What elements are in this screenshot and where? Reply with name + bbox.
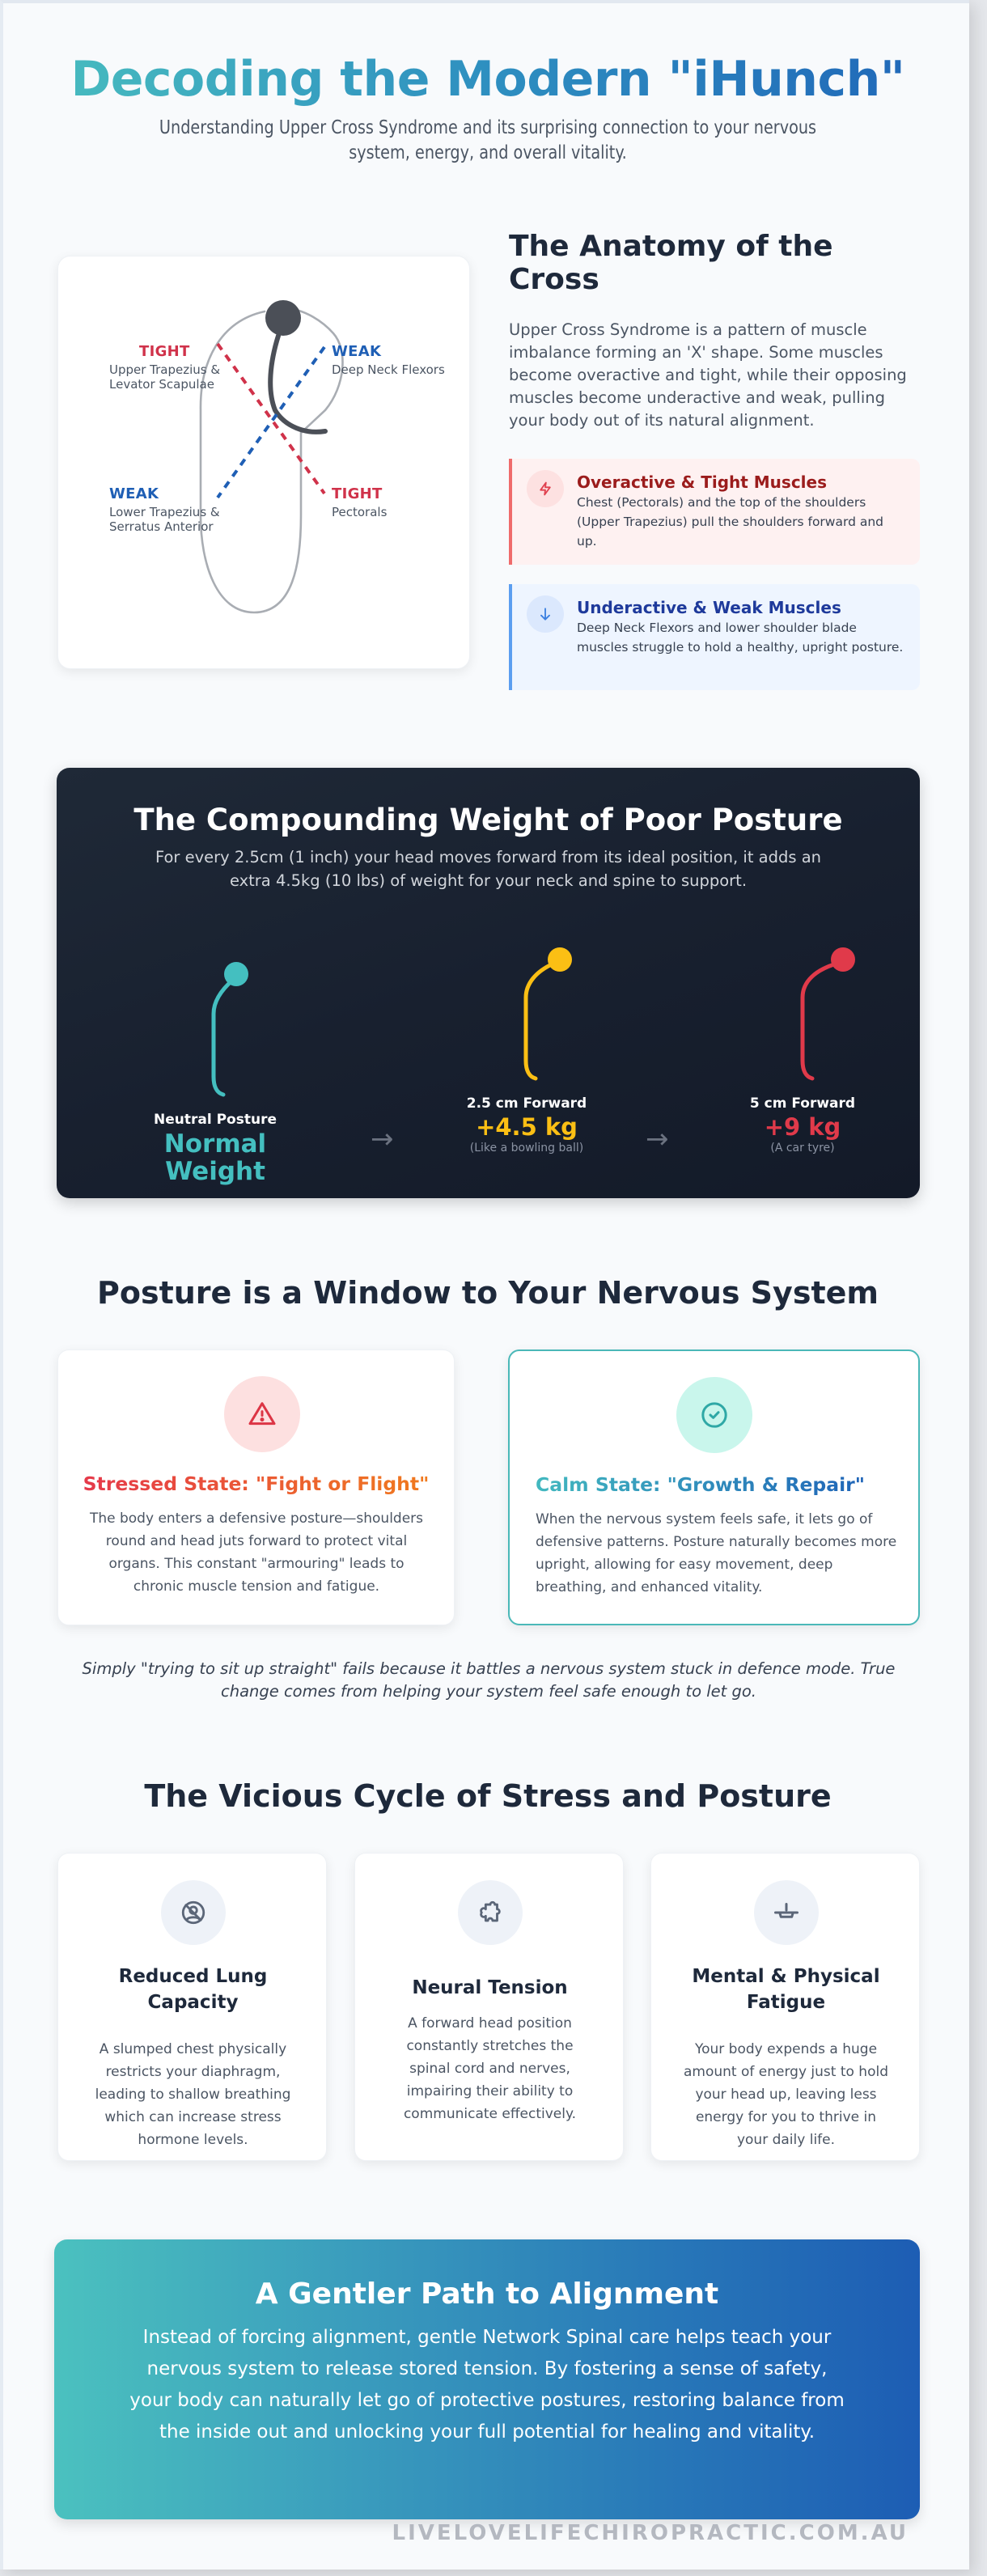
reduced-lung-capacity-card: Reduced Lung Capacity A slumped chest ph…	[57, 1853, 327, 2161]
gentler-path-cta: A Gentler Path to Alignment Instead of f…	[54, 2239, 920, 2519]
tight-label-upper: TIGHT	[139, 343, 190, 360]
stage-label: 2.5 cm Forward	[466, 1095, 587, 1112]
card-text: A forward head position constantly stret…	[403, 2015, 577, 2122]
arrow-right-icon: →	[371, 1123, 394, 1155]
tight-label-lower: TIGHT	[332, 485, 383, 502]
nervous-system-title: Posture is a Window to Your Nervous Syst…	[97, 1275, 879, 1311]
puzzle-icon	[458, 1880, 523, 1945]
forward-2-5cm-figure-icon	[523, 947, 572, 1081]
overactive-callout-text: Chest (Pectorals) and the top of the sho…	[577, 495, 884, 549]
calm-state-title-text: Calm State: "Growth & Repair"	[536, 1473, 865, 1496]
forward-5cm-figure-icon	[800, 947, 855, 1081]
arrow-down-icon	[527, 595, 564, 633]
stressed-state-card: Stressed State: "Fight or Flight" The bo…	[57, 1349, 455, 1625]
battery-low-icon	[754, 1880, 819, 1945]
stage-value: +4.5 kg	[476, 1113, 578, 1141]
card-text: Your body expends a huge amount of energ…	[683, 2041, 888, 2148]
page-subtitle: Understanding Upper Cross Syndrome and i…	[159, 117, 817, 163]
calm-state-text: When the nervous system feels safe, it l…	[536, 1511, 897, 1595]
neutral-posture-figure-icon	[211, 962, 248, 1097]
cta-title: A Gentler Path to Alignment	[255, 2277, 719, 2311]
underactive-muscles-callout: Underactive & Weak Muscles Deep Neck Fle…	[509, 584, 920, 690]
stage-5cm: 5 cm Forward +9 kg (A car tyre)	[697, 1095, 908, 1155]
warning-triangle-icon	[224, 1376, 300, 1452]
calm-state-title: Calm State: "Growth & Repair"	[536, 1472, 908, 1497]
stage-label: Neutral Posture	[154, 1112, 277, 1128]
stressed-state-title-text: Stressed State: "Fight or Flight"	[83, 1472, 430, 1495]
upper-cross-diagram-icon	[199, 300, 344, 614]
anatomy-title: The Anatomy of the Cross	[509, 230, 833, 296]
upper-cross-diagram-card: TIGHT Upper Trapezius & Levator Scapulae…	[57, 256, 470, 669]
page-title: Decoding the Modern "iHunch"	[3, 49, 972, 110]
muscle-deep-neck-flexors: Deep Neck Flexors	[332, 362, 445, 377]
check-circle-icon	[676, 1377, 752, 1453]
weight-section-subtitle: For every 2.5cm (1 inch) your head moves…	[155, 848, 822, 890]
underactive-callout-title: Underactive & Weak Muscles	[577, 598, 841, 617]
card-title: Neural Tension	[412, 1977, 568, 1998]
stage-note: (Like a bowling ball)	[469, 1142, 584, 1155]
muscle-levator-scapulae: Levator Scapulae	[109, 377, 214, 392]
stage-label: 5 cm Forward	[749, 1095, 856, 1112]
muscle-pectorals: Pectorals	[332, 505, 388, 519]
stage-value: +9 kg	[764, 1113, 841, 1141]
arrow-right-icon: →	[646, 1123, 669, 1155]
footer-website-url[interactable]: LIVELOVELIFECHIROPRACTIC.COM.AU	[392, 2521, 909, 2545]
page-container: Decoding the Modern "iHunch" Understandi…	[0, 0, 969, 2570]
neural-tension-card: Neural Tension A forward head position c…	[354, 1853, 624, 2161]
card-title: Mental & Physical Fatigue	[692, 1966, 880, 2013]
mental-physical-fatigue-card: Mental & Physical Fatigue Your body expe…	[650, 1853, 920, 2161]
weak-label-lower: WEAK	[109, 485, 159, 502]
muscle-upper-trapezius: Upper Trapezius &	[109, 362, 221, 377]
overactive-callout-title: Overactive & Tight Muscles	[577, 472, 828, 492]
posture-weight-section: The Compounding Weight of Poor Posture F…	[57, 768, 920, 1198]
sit-up-straight-quote: Simply "trying to sit up straight" fails…	[82, 1659, 896, 1701]
calm-state-card: Calm State: "Growth & Repair" When the n…	[508, 1349, 920, 1625]
card-title: Reduced Lung Capacity	[118, 1966, 268, 2013]
stage-2-5cm: 2.5 cm Forward +4.5 kg (Like a bowling b…	[421, 1095, 632, 1155]
stressed-state-title: Stressed State: "Fight or Flight"	[58, 1472, 454, 1496]
weak-label-upper: WEAK	[332, 343, 382, 360]
cta-text: Instead of forcing alignment, gentle Net…	[129, 2327, 845, 2443]
overactive-muscles-callout: Overactive & Tight Muscles Chest (Pector…	[509, 459, 920, 565]
vicious-cycle-title: The Vicious Cycle of Stress and Posture	[144, 1778, 832, 1814]
stage-neutral: Neutral Posture Normal Weight	[110, 1112, 320, 1185]
muscle-serratus-anterior: Serratus Anterior	[109, 519, 214, 534]
underactive-callout-text: Deep Neck Flexors and lower shoulder bla…	[577, 621, 904, 655]
muscle-lower-trapezius: Lower Trapezius &	[109, 505, 220, 519]
weight-section-title: The Compounding Weight of Poor Posture	[133, 803, 843, 837]
lightning-icon	[527, 470, 564, 507]
stage-note: (A car tyre)	[770, 1142, 835, 1155]
anatomy-description: Upper Cross Syndrome is a pattern of mus…	[509, 320, 907, 430]
card-text: A slumped chest physically restricts you…	[95, 2041, 291, 2148]
stage-value: Normal Weight	[163, 1129, 267, 1186]
user-off-icon	[161, 1880, 226, 1945]
stressed-state-text: The body enters a defensive posture—shou…	[89, 1510, 424, 1595]
